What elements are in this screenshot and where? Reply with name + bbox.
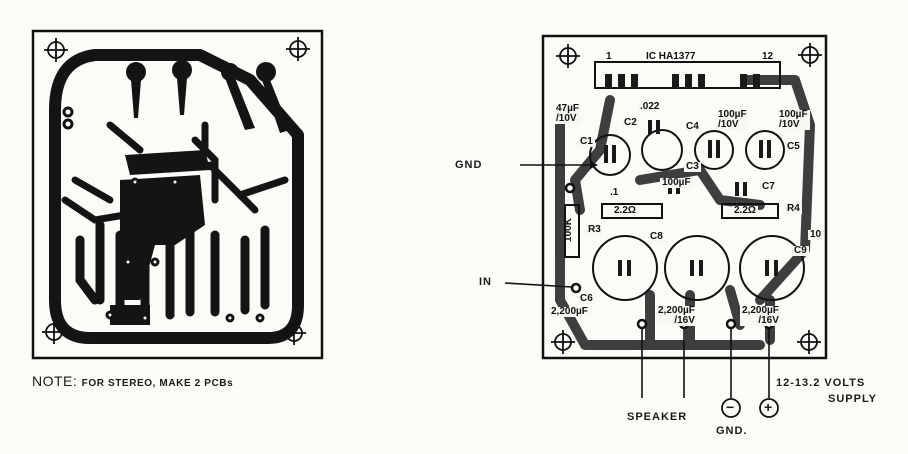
pin1-label: 1	[606, 51, 612, 62]
gnd-label: GND	[455, 159, 483, 171]
speaker-label: SPEAKER	[627, 411, 688, 423]
c8-label: C8	[648, 231, 665, 242]
c2-label: C2	[622, 117, 639, 128]
pin12-label: 12	[762, 51, 774, 62]
c6-value: 2,200µF	[549, 306, 590, 317]
c9-label: C9	[792, 245, 809, 256]
ic-label: IC HA1377	[646, 51, 696, 62]
in-label: IN	[479, 276, 492, 288]
c8-value: 2,200µF /16V	[656, 305, 697, 326]
c5-value: 100µF	[660, 177, 693, 188]
c6-label: C6	[578, 293, 595, 304]
minus-symbol: −	[726, 399, 735, 415]
pcb-component-layout	[504, 34, 828, 418]
c4-label: C4	[684, 121, 701, 132]
c9-value: 2,200µF /16V	[740, 305, 781, 326]
supply-label: SUPPLY	[828, 393, 878, 405]
c3-label: C3	[684, 161, 701, 172]
c1-value: 47µF /10V	[554, 103, 581, 124]
supply-voltage-label: 12-13.2 VOLTS	[776, 377, 866, 389]
c2-value: .022	[638, 101, 662, 112]
c10-label: 10	[808, 229, 824, 240]
plus-symbol: +	[764, 399, 773, 415]
note-text: FOR STEREO, MAKE 2 PCBs	[81, 378, 234, 389]
r1-label: 2.2Ω	[612, 205, 638, 216]
note: NOTE: FOR STEREO, MAKE 2 PCBs	[32, 373, 233, 389]
c1-label: C1	[578, 136, 595, 147]
c5-label: C5	[785, 141, 802, 152]
pcb-foil-pattern	[31, 29, 324, 360]
c4-value: 100µF /10V	[777, 109, 810, 130]
r3-label: R3	[586, 224, 603, 235]
c7-label: C7	[760, 181, 777, 192]
r2-label: 2.2Ω	[732, 205, 758, 216]
c10-value: .1	[608, 187, 621, 198]
r3-value: 100K	[562, 218, 574, 242]
gnd-terminal-label: GND.	[716, 425, 748, 437]
note-prefix: NOTE:	[32, 373, 78, 389]
r4-label: R4	[785, 203, 802, 214]
c3-value: 100µF /10V	[716, 109, 749, 130]
